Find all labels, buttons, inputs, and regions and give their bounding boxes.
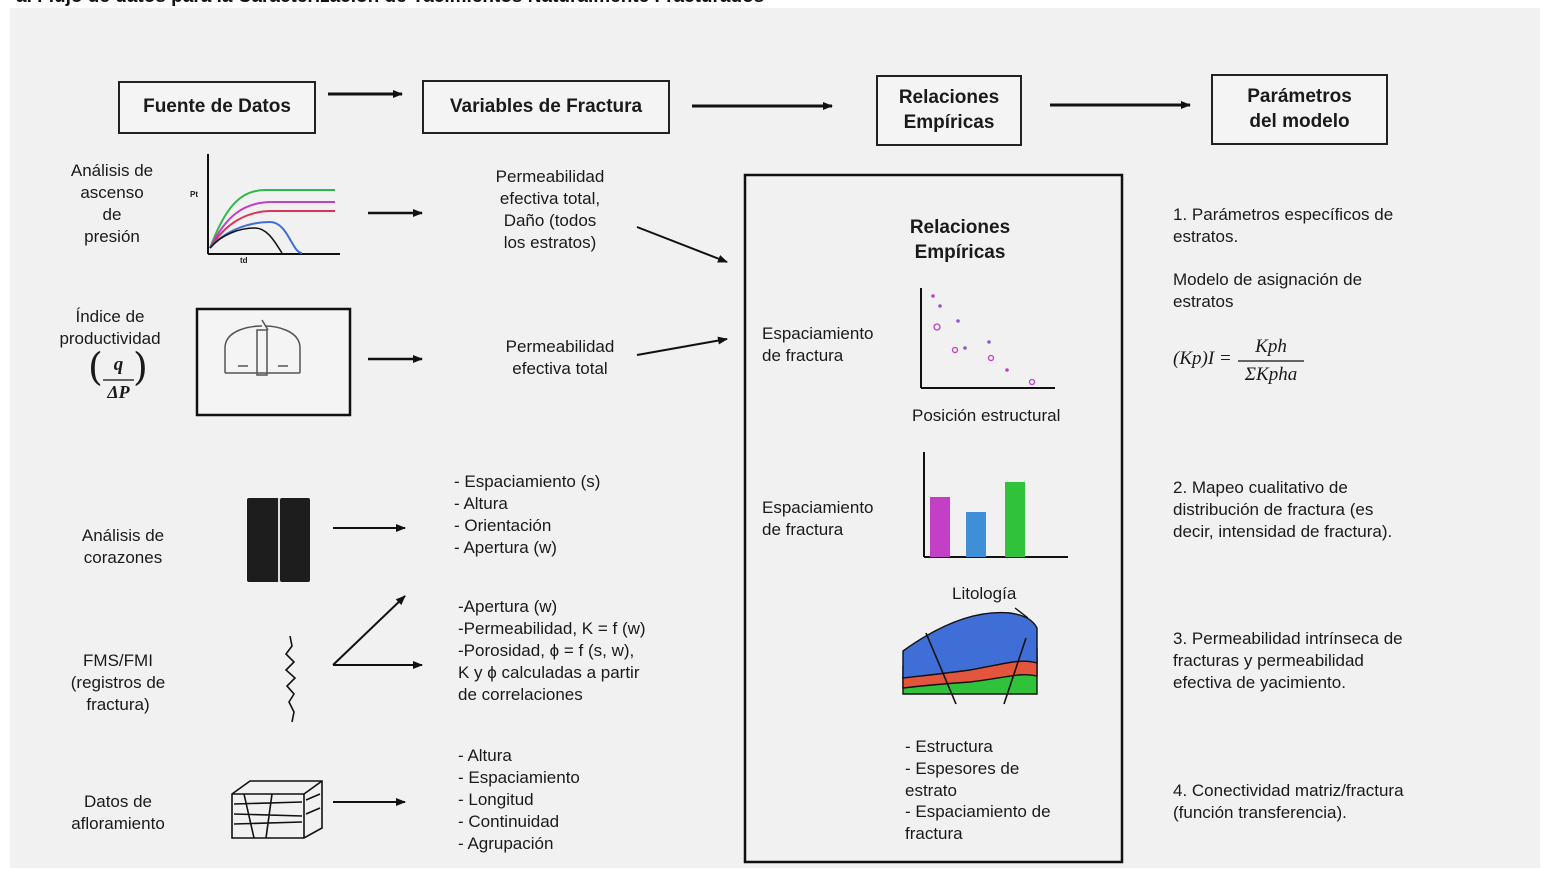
q-paren-left: ( [88,345,103,389]
plot-y-label: Pt [190,190,198,199]
header-variables-fractura: Variables de Fractura [422,80,670,134]
param-p1b: Modelo de asignación de estratos [1173,270,1363,312]
source-afloramiento: Datos de afloramiento [71,792,165,834]
connector-layer [103,90,1304,864]
header-fuente-datos: Fuente de Datos [118,81,316,134]
variable-v1: Permeabilidad efectiva total, Daño (todo… [495,167,605,253]
pressure-buildup-plot [207,154,340,255]
box-esp2: Espaciamiento de fractura [762,498,874,540]
box-esp1: Espaciamiento de fractura [762,324,874,366]
header-relaciones-empiricas: Relaciones Empíricas [876,75,1022,146]
box-posicion: Posición estructural [912,406,1061,425]
well-sketch-icon [224,319,301,376]
bar-mini-chart [930,482,1025,557]
box-list: - Estructura - Espesores de estrato - Es… [905,737,1051,843]
relaciones-box [743,173,1124,864]
source-fms: FMS/FMI (registros de fractura) [70,651,166,715]
lithology-bar [930,497,950,557]
q-numerator: q [113,354,124,375]
param-p4: 4. Conectividad matriz/fractura (función… [1173,781,1404,823]
formula-numerator: Kph [1255,336,1287,357]
structure-section-icon [902,607,1038,705]
variable-v5: - Altura - Espaciamiento - Longitud - Co… [458,746,580,854]
figure-title: a. Flujo de datos para la Caracterizació… [16,0,764,8]
q-denominator: ΔP [107,382,130,402]
variable-v3: - Espaciamiento (s) - Altura - Orientaci… [454,472,601,558]
variable-v4: -Apertura (w) -Permeabilidad, K = f (w) … [458,597,646,705]
productivity-sketch-box [195,307,352,417]
arrow-v2-box [636,336,728,356]
q-paren-right: ) [133,345,148,389]
formula-denominator: ΣKpha [1244,364,1298,385]
box-litologia: Litología [952,584,1017,603]
plot-x-label: td [240,256,248,265]
outcrop-block-icon [231,780,323,839]
param-p3: 3. Permeabilidad intrínseca de fracturas… [1173,629,1403,693]
formula-lhs: (Kp)I = [1173,348,1232,369]
arrow-v1-box [636,226,728,263]
source-presion: Análisis de ascenso de presión [70,161,154,247]
diagram-canvas: Fuente de Datos Variables de Fractura Re… [10,8,1540,868]
source-corazones: Análisis de corazones [81,526,165,568]
header-parametros-modelo: Parámetros del modelo [1211,74,1388,145]
variable-v2: Permeabilidad efectiva total [505,337,615,379]
param-p1: 1. Parámetros específicos de estratos. [1173,205,1394,247]
box-title: Relaciones Empíricas [909,217,1011,263]
arrow-fms-up [332,595,406,666]
source-indice: Índice de productividad [59,307,161,349]
scatter-mini-plot [920,288,1055,389]
lithology-bar [1005,482,1025,557]
lithology-bar [966,512,986,557]
core-sample-icon [247,498,310,582]
param-p2: 2. Mapeo cualitativo de distribución de … [1173,478,1393,542]
fms-log-trace [284,635,297,723]
